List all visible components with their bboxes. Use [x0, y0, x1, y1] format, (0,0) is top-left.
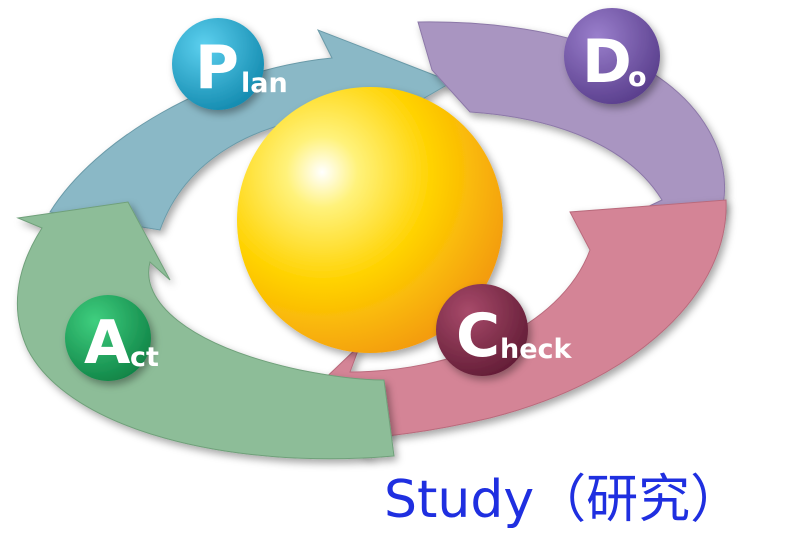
- plan-circle: [172, 18, 264, 110]
- plan-arrow: [49, 29, 454, 231]
- plan-letter: P: [195, 33, 239, 103]
- do-circle: [564, 8, 660, 104]
- act-badge: A ct: [65, 295, 159, 381]
- do-badge: D o: [564, 8, 660, 104]
- do-letter: D: [582, 27, 632, 97]
- center-sphere: [237, 87, 503, 353]
- act-arrow: [16, 201, 395, 460]
- plan-rest: lan: [241, 68, 288, 99]
- check-circle: [436, 284, 528, 376]
- study-caption: Study（研究）: [384, 470, 743, 530]
- do-rest: o: [628, 62, 647, 93]
- act-rest: ct: [130, 342, 159, 373]
- act-circle: [65, 295, 151, 381]
- check-rest: heck: [500, 334, 573, 365]
- act-letter: A: [84, 308, 131, 378]
- plan-badge: P lan: [172, 18, 288, 110]
- check-badge: C heck: [436, 284, 573, 376]
- check-letter: C: [456, 301, 500, 371]
